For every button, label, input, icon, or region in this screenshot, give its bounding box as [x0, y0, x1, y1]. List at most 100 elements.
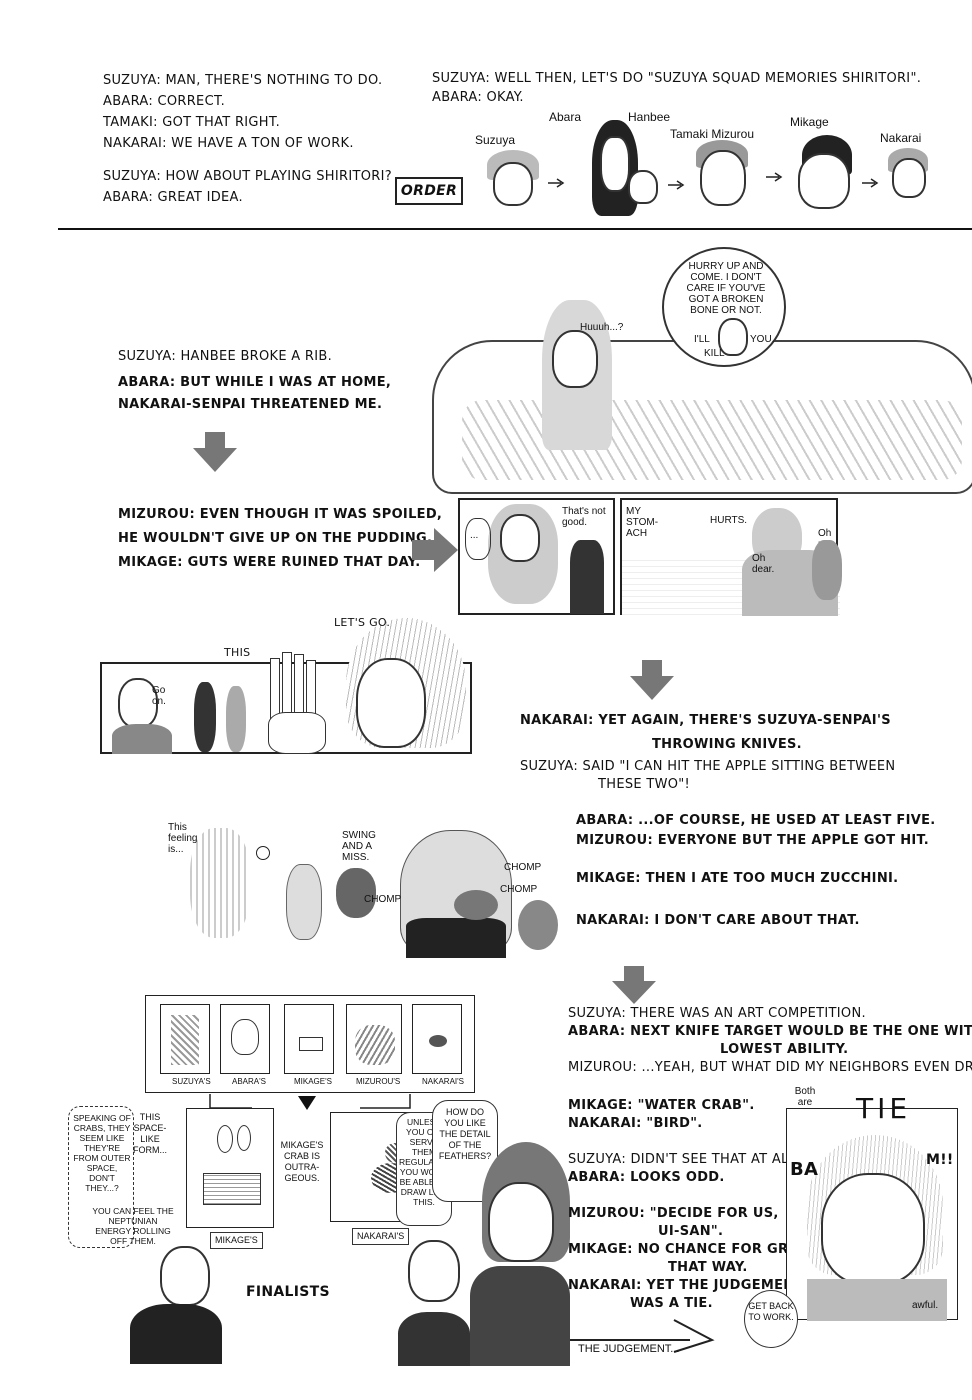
mikage-portrait [790, 135, 860, 219]
crab-outrageous-text: MIKAGE'S CRAB IS OUTRA- GEOUS. [280, 1140, 324, 1183]
order-label: ORDER [400, 183, 458, 199]
name-suzuya: Suzuya [475, 133, 516, 147]
name-hanbee: Hanbee [628, 110, 671, 124]
huuuh-text: Huuuh...? [580, 322, 624, 333]
dialogue-line: SUZUYA: MAN, THERE'S NOTHING TO DO. [103, 73, 383, 88]
art-nakarai [412, 1004, 462, 1074]
my-stomach-text: MY STOM- ACH [626, 506, 659, 539]
knives-hand [262, 648, 332, 758]
down-arrow-icon [630, 660, 674, 700]
ui-dark-figure [470, 1142, 570, 1366]
dialogue-line: NAKARAI: YET THE JUDGEMENT [568, 1278, 804, 1293]
get-back-text: GET BACK TO WORK. [748, 1301, 794, 1322]
right-arrow-icon [412, 528, 458, 572]
dialogue-line: THAT WAY. [668, 1260, 748, 1275]
gallery-label: NAKARAI'S [422, 1077, 464, 1086]
name-mikage: Mikage [790, 115, 829, 129]
section-divider [58, 228, 972, 230]
mizurou-portrait [690, 140, 756, 220]
go-on-text: Go on. [152, 685, 166, 707]
dialogue-line: HE WOULDN'T GIVE UP ON THE PUDDING. [118, 531, 433, 546]
both-are-text: Both are [794, 1086, 816, 1108]
nakarai-face-icon [718, 318, 748, 356]
section3-dialogue: NAKARAI: YET AGAIN, THERE'S SUZUYA-SENPA… [520, 712, 960, 794]
top-right-dialogue: SUZUYA: WELL THEN, LET'S DO "SUZUYA SQUA… [432, 70, 921, 108]
dialogue-line: SUZUYA: HOW ABOUT PLAYING SHIRITORI? [103, 169, 392, 184]
dialogue-line: ABARA: ...OF COURSE, HE USED AT LEAST FI… [576, 813, 936, 828]
unless-text: UNLESS YOU OB- SERVE THEM REGULARLY, YOU… [399, 1117, 452, 1207]
ill-text: I'LL [694, 334, 710, 345]
dialogue-line: UI-SAN". [658, 1224, 724, 1239]
mikage-label: MIKAGE'S [210, 1232, 263, 1249]
get-back-bubble: GET BACK TO WORK. [744, 1290, 798, 1348]
section1-dialogue: SUZUYA: HANBEE BROKE A RIB. ABARA: BUT W… [118, 348, 391, 418]
art-mikage [284, 1004, 334, 1074]
down-arrow-icon [298, 1096, 316, 1110]
swing-text: SWING AND A MISS. [342, 830, 376, 863]
name-abara: Abara [549, 110, 582, 124]
dialogue-line: SUZUYA: WELL THEN, LET'S DO "SUZUYA SQUA… [432, 71, 922, 86]
arrow-icon [548, 178, 565, 188]
dialogue-line: ABARA: OKAY. [432, 90, 524, 105]
hurts-text: HURTS. [710, 515, 748, 526]
dialogue-line: NAKARAI-SENPAI THREATENED ME. [118, 397, 383, 412]
pudding-panel: ... [458, 498, 615, 615]
bubble-text: HURRY UP AND COME. I DON'T CARE IF YOU'V… [686, 261, 766, 316]
apple-scene [160, 820, 560, 960]
ba-text: BA [790, 1159, 819, 1180]
name-tamaki-mizurou: Tamaki Mizurou [670, 127, 755, 141]
section4-dialogue: ABARA: ...OF COURSE, HE USED AT LEAST FI… [576, 812, 936, 934]
arrow-icon [668, 180, 685, 190]
speaking-text: SPEAKING OF CRABS, THEY SEEM LIKE THEY'R… [73, 1113, 131, 1193]
art-mizurou [346, 1004, 402, 1074]
dialogue-line: SUZUYA: SAID "I CAN HIT THE APPLE SITTIN… [520, 759, 896, 774]
m-text: M!! [926, 1152, 954, 1168]
art-gallery-strip: SUZUYA'S ABARA'S MIKAGE'S MIZUROU'S NAKA… [145, 995, 475, 1093]
dialogue-line: WAS A TIE. [630, 1296, 713, 1311]
arrow-icon [862, 178, 879, 188]
top-left-dialogue: SUZUYA: MAN, THERE'S NOTHING TO DO. ABAR… [103, 72, 392, 210]
dialogue-line: MIKAGE: THEN I ATE TOO MUCH ZUCCHINI. [576, 871, 899, 886]
nakarai-bottom-figure [398, 1226, 478, 1366]
dialogue-line: MIZUROU: EVERYONE BUT THE APPLE GOT HIT. [576, 833, 929, 848]
this-text: THIS [224, 646, 251, 659]
dialogue-line: ABARA: LOOKS ODD. [568, 1170, 725, 1185]
gallery-label: MIZUROU'S [356, 1077, 401, 1086]
you-text: YOU. [750, 334, 775, 345]
dialogue-line: SUZUYA: THERE WAS AN ART COMPETITION. [568, 1006, 866, 1021]
judgement-arrow-icon [570, 1319, 715, 1353]
section5-dialogue: SUZUYA: THERE WAS AN ART COMPETITION. AB… [568, 1005, 972, 1313]
chomp-text-1: CHOMP [504, 862, 542, 873]
dialogue-line: THESE TWO"! [598, 777, 691, 792]
mikage-bottom-figure [130, 1246, 222, 1364]
thats-not-good-text: That's not good. [562, 506, 606, 528]
chomp-text-2: CHOMP [500, 884, 538, 895]
dialogue-line: SUZUYA: HANBEE BROKE A RIB. [118, 349, 333, 364]
abara-hanbee-portrait [572, 120, 662, 220]
nakarai-portrait [884, 148, 934, 214]
dialogue-line: MIKAGE: "WATER CRAB". [568, 1098, 755, 1113]
neptunian-text: YOU CAN FEEL THE NEPTUNIAN ENERGY ROLLIN… [92, 1206, 174, 1246]
section2-dialogue: MIZUROU: EVEN THOUGH IT WAS SPOILED, HE … [118, 506, 442, 578]
gallery-label: ABARA'S [232, 1077, 266, 1086]
dialogue-line: LOWEST ABILITY. [720, 1042, 849, 1057]
dialogue-line: SUZUYA: DIDN'T SEE THAT AT ALL. [568, 1152, 801, 1167]
art-suzuya [160, 1004, 210, 1074]
dialogue-line: MIKAGE: GUTS WERE RUINED THAT DAY. [118, 555, 421, 570]
arrow-icon [766, 172, 783, 182]
dialogue-line: ABARA: BUT WHILE I WAS AT HOME, [118, 375, 392, 390]
art-abara [220, 1004, 270, 1074]
speaking-bubble: SPEAKING OF CRABS, THEY SEEM LIKE THEY'R… [68, 1106, 134, 1248]
dots-text: ... [470, 530, 479, 541]
name-nakarai: Nakarai [880, 131, 922, 145]
chomp-text-3: CHOMP [364, 894, 402, 905]
kill-text: KILL [704, 348, 725, 359]
how-do-text: HOW DO YOU LIKE THE DETAIL OF THE FEATHE… [438, 1107, 492, 1161]
awful-text: awful. [912, 1300, 939, 1311]
dialogue-line: NAKARAI: I DON'T CARE ABOUT THAT. [576, 913, 860, 928]
down-arrow-icon [612, 966, 656, 1004]
dialogue-line: THROWING KNIVES. [652, 737, 802, 752]
dialogue-line: MIKAGE: NO CHANCE FOR GRUDGES [568, 1242, 841, 1257]
dialogue-line: NAKARAI: WE HAVE A TON OF WORK. [103, 136, 354, 151]
dialogue-line: TAMAKI: GOT THAT RIGHT. [103, 115, 281, 130]
